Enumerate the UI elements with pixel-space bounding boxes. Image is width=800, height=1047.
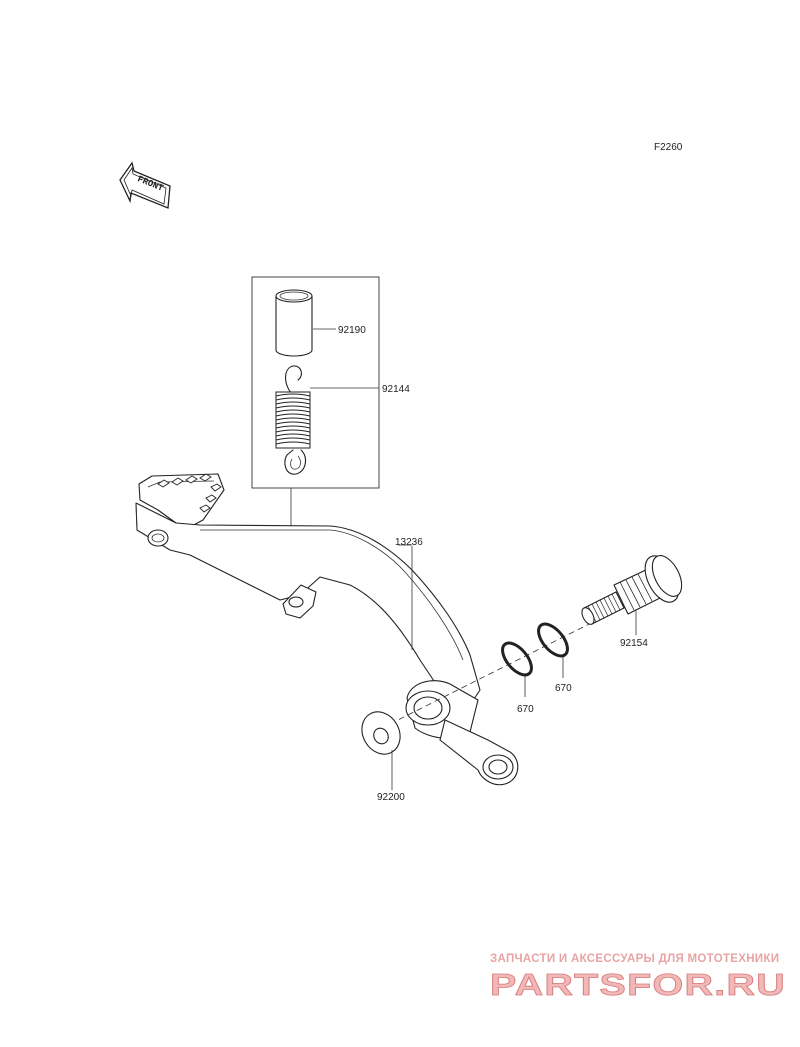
part-label-92190: 92190 (338, 325, 366, 336)
watermark-brand: PARTSFOR.RU (490, 967, 786, 1002)
part-label-92144: 92144 (382, 384, 410, 395)
o-ring-icon (537, 622, 569, 658)
assembly-axis (389, 595, 646, 725)
brake-pedal-icon (135, 473, 519, 786)
kit-box (251, 276, 380, 489)
spring-icon (275, 365, 311, 475)
part-label-670-a: 670 (517, 704, 534, 715)
part-label-670-b: 670 (555, 683, 572, 694)
watermark-subtitle: ЗАПЧАСТИ И АКСЕССУАРЫ ДЛЯ МОТОТЕХНИКИ (490, 953, 779, 965)
part-label-13236: 13236 (395, 537, 423, 548)
part-label-92200: 92200 (377, 792, 405, 803)
front-arrow-icon: FRONT (119, 161, 171, 209)
watermark: ЗАПЧАСТИ И АКСЕССУАРЫ ДЛЯ МОТОТЕХНИКИ PA… (490, 953, 786, 1002)
figure-code: F2260 (654, 142, 683, 153)
washer-icon (361, 711, 401, 755)
part-label-92154: 92154 (620, 638, 648, 649)
pivot-bolt-icon (581, 555, 683, 625)
collar-icon (275, 289, 313, 357)
o-ring-icon (501, 641, 533, 677)
